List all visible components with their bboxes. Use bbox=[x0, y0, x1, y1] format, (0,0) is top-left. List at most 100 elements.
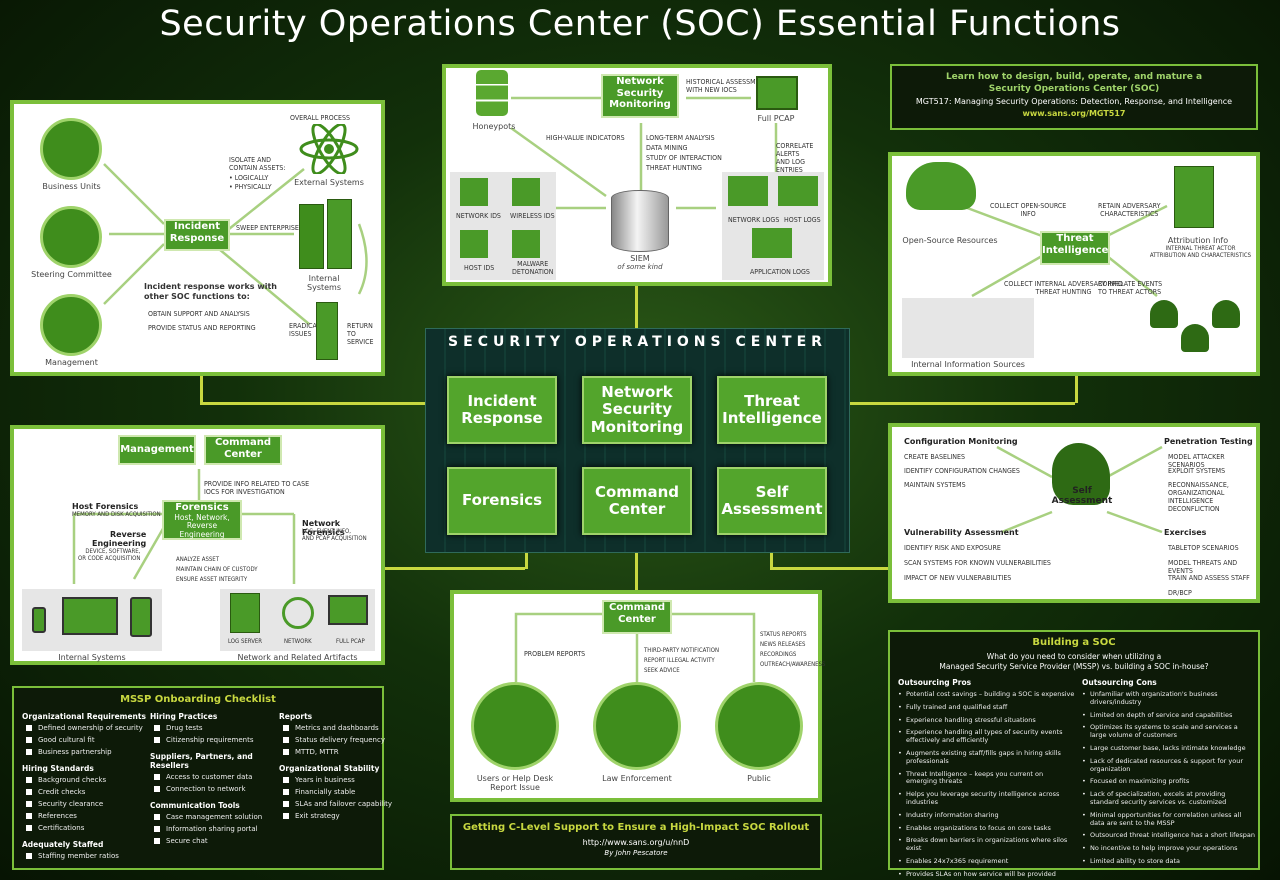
nsm-center-box[interactable]: Network Security Monitoring bbox=[601, 74, 679, 118]
va-title: Vulnerability Assessment bbox=[904, 528, 1019, 537]
pros-item: Industry information sharing bbox=[898, 811, 1076, 820]
self-assessment-panel: Configuration Monitoring CREATE BASELINE… bbox=[888, 423, 1260, 603]
host-ids-label: HOST IDS bbox=[464, 264, 495, 272]
connector-cc bbox=[635, 535, 638, 593]
mssp-checkbox-item[interactable]: Secure chat bbox=[150, 838, 275, 845]
soc-incident-response-button[interactable]: Incident Response bbox=[447, 376, 557, 444]
soc-command-center-button[interactable]: Command Center bbox=[582, 467, 692, 535]
mssp-checkbox-item[interactable]: Staffing member ratios bbox=[22, 853, 147, 860]
overall-process-label: OVERALL PROCESS bbox=[290, 114, 351, 122]
mssp-checkbox-item[interactable]: Credit checks bbox=[22, 789, 147, 796]
mssp-checkbox-item[interactable]: Business partnership bbox=[22, 749, 147, 756]
honeypots-icon bbox=[476, 70, 508, 116]
sa-center-label: Self Assessment bbox=[1051, 486, 1113, 506]
ti-center-box[interactable]: Threat Intelligence bbox=[1040, 231, 1110, 265]
cm-title: Configuration Monitoring bbox=[904, 437, 1018, 446]
mssp-checkbox-item[interactable]: Case management solution bbox=[150, 814, 275, 821]
pt-2: EXPLOIT SYSTEMS bbox=[1168, 467, 1226, 475]
mssp-checkbox-item[interactable]: Metrics and dashboards bbox=[279, 725, 384, 732]
pros-heading: Outsourcing Pros bbox=[898, 678, 972, 687]
cc-center-box[interactable]: Command Center bbox=[602, 600, 672, 634]
mssp-checkbox-item[interactable]: Years in business bbox=[279, 777, 384, 784]
artifacts-group bbox=[220, 589, 375, 651]
pros-item: Potential cost savings – building a SOC … bbox=[898, 690, 1076, 699]
pt-title: Penetration Testing bbox=[1164, 437, 1253, 446]
soc-threat-intel-button[interactable]: Threat Intelligence bbox=[717, 376, 827, 444]
page-title: Security Operations Center (SOC) Essenti… bbox=[159, 4, 1121, 44]
collect-internal-label: COLLECT INTERNAL ADVERSARY INFO THREAT H… bbox=[1004, 280, 1123, 297]
mssp-checkbox-item[interactable]: Information sharing portal bbox=[150, 826, 275, 833]
fo-center-box[interactable]: Forensics Host, Network, Reverse Enginee… bbox=[162, 500, 242, 540]
nsm-bullet-1: LONG-TERM ANALYSIS bbox=[646, 134, 715, 142]
ex-2: MODEL THREATS AND EVENTS bbox=[1168, 559, 1238, 576]
fo-management-box[interactable]: Management bbox=[118, 435, 196, 465]
re-title: Reverse Engineering bbox=[92, 530, 147, 548]
mssp-checkbox-item[interactable]: References bbox=[22, 813, 147, 820]
cons-list: Unfamiliar with organization's business … bbox=[1082, 690, 1256, 866]
law-enforcement-icon bbox=[593, 682, 681, 770]
connector-ir-h bbox=[200, 402, 450, 405]
building-sub-1: What do you need to consider when utiliz… bbox=[986, 652, 1162, 661]
mssp-section-heading: Adequately Staffed bbox=[22, 840, 104, 849]
mssp-section-heading: Hiring Standards bbox=[22, 764, 94, 773]
mssp-checkbox-item[interactable]: Good cultural fit bbox=[22, 737, 147, 744]
nsm-panel: Honeypots Network Security Monitoring HI… bbox=[442, 64, 832, 286]
mssp-checkbox-item[interactable]: SLAs and failover capability bbox=[279, 801, 392, 808]
management-label: Management bbox=[45, 358, 98, 367]
soc-nsm-button[interactable]: Network Security Monitoring bbox=[582, 376, 692, 444]
mssp-checkbox-item[interactable]: Financially stable bbox=[279, 789, 384, 796]
ex-1: TABLETOP SCENARIOS bbox=[1168, 544, 1239, 552]
siem-label: SIEM bbox=[630, 254, 650, 263]
promo-link[interactable]: www.sans.org/MGT517 bbox=[1022, 109, 1126, 118]
soc-forensics-button[interactable]: Forensics bbox=[447, 467, 557, 535]
host-forensics-title: Host Forensics bbox=[72, 502, 139, 511]
clevel-url[interactable]: http://www.sans.org/u/nnD bbox=[582, 838, 690, 847]
mssp-checkbox-item[interactable]: Connection to network bbox=[150, 786, 275, 793]
mssp-checkbox-item[interactable]: Access to customer data bbox=[150, 774, 275, 781]
mssp-checklist: MSSP Onboarding Checklist Organizational… bbox=[12, 686, 392, 870]
log-server-label: LOG SERVER bbox=[228, 638, 263, 645]
cons-item: Focused on maximizing profits bbox=[1082, 778, 1256, 786]
cc-status-4: OUTREACH/AWARENESS bbox=[760, 661, 826, 668]
pros-item: Fully trained and qualified staff bbox=[898, 703, 1076, 712]
mssp-checkbox-item[interactable]: Defined ownership of security bbox=[22, 725, 147, 732]
cons-item: Lack of dedicated resources & support fo… bbox=[1082, 757, 1256, 774]
mssp-checkbox-item[interactable]: Drug tests bbox=[150, 725, 275, 732]
mssp-checkbox-item[interactable]: Background checks bbox=[22, 777, 147, 784]
ex-4: DR/BCP bbox=[1168, 589, 1192, 597]
host-forensics-sub: MEMORY AND DISK ACQUISITION bbox=[72, 511, 161, 518]
promo-box: Learn how to design, build, operate, and… bbox=[890, 64, 1258, 130]
sweep-label: SWEEP ENTERPRISE bbox=[236, 224, 299, 232]
pt-3: RECONNAISSANCE, ORGANIZATIONAL INTELLIGE… bbox=[1168, 481, 1229, 506]
siem-sub-label: of some kind bbox=[617, 263, 663, 271]
mssp-checkbox-item[interactable]: MTTD, MTTR bbox=[279, 749, 384, 756]
logically-label: • LOGICALLY bbox=[229, 174, 269, 182]
mssp-checkbox-item[interactable]: Security clearance bbox=[22, 801, 147, 808]
re-sub: DEVICE, SOFTWARE, OR CODE ACQUISITION bbox=[78, 548, 141, 562]
full-pcap-label: Full PCAP bbox=[757, 114, 795, 123]
mssp-checkbox-item[interactable]: Status delivery frequency bbox=[279, 737, 385, 744]
correlate-events-label: CORRELATE EVENTS TO THREAT ACTORS bbox=[1098, 280, 1163, 297]
command-center-panel: Command Center PROBLEM REPORTS THIRD-PAR… bbox=[450, 590, 826, 802]
incident-response-panel: Business Units Steering Committee Manage… bbox=[10, 100, 385, 376]
ir-bullet-1: OBTAIN SUPPORT AND ANALYSIS bbox=[148, 310, 250, 318]
attribution-server-icon bbox=[1174, 166, 1214, 228]
external-systems-label: External Systems bbox=[294, 178, 364, 187]
nf-sub: LOG, EVENT INFO, AND PCAP ACQUISITION bbox=[302, 528, 367, 542]
mssp-checkbox-item[interactable]: Certifications bbox=[22, 825, 147, 832]
ir-center-box[interactable]: Incident Response bbox=[164, 219, 230, 251]
mssp-checkbox-item[interactable]: Citizenship requirements bbox=[150, 737, 275, 744]
soc-self-assessment-button[interactable]: Self Assessment bbox=[717, 467, 827, 535]
cons-item: Outsourced threat intelligence has a sho… bbox=[1082, 832, 1256, 840]
fo-center-title: Forensics bbox=[175, 502, 229, 513]
pros-list: Potential cost savings – building a SOC … bbox=[898, 690, 1076, 880]
fo-command-center-box[interactable]: Command Center bbox=[204, 435, 282, 465]
malware-label: MALWARE DETONATION bbox=[512, 260, 554, 277]
steering-committee-icon bbox=[40, 206, 102, 268]
nsm-arrows bbox=[510, 96, 778, 210]
mssp-checkbox-item[interactable]: Exit strategy bbox=[279, 813, 384, 820]
fo-bullet-3: ENSURE ASSET INTEGRITY bbox=[176, 576, 248, 583]
promo-line-3: MGT517: Managing Security Operations: De… bbox=[915, 97, 1233, 106]
historical-label: HISTORICAL ASSESSMENT WITH NEW IOCs bbox=[686, 78, 769, 95]
